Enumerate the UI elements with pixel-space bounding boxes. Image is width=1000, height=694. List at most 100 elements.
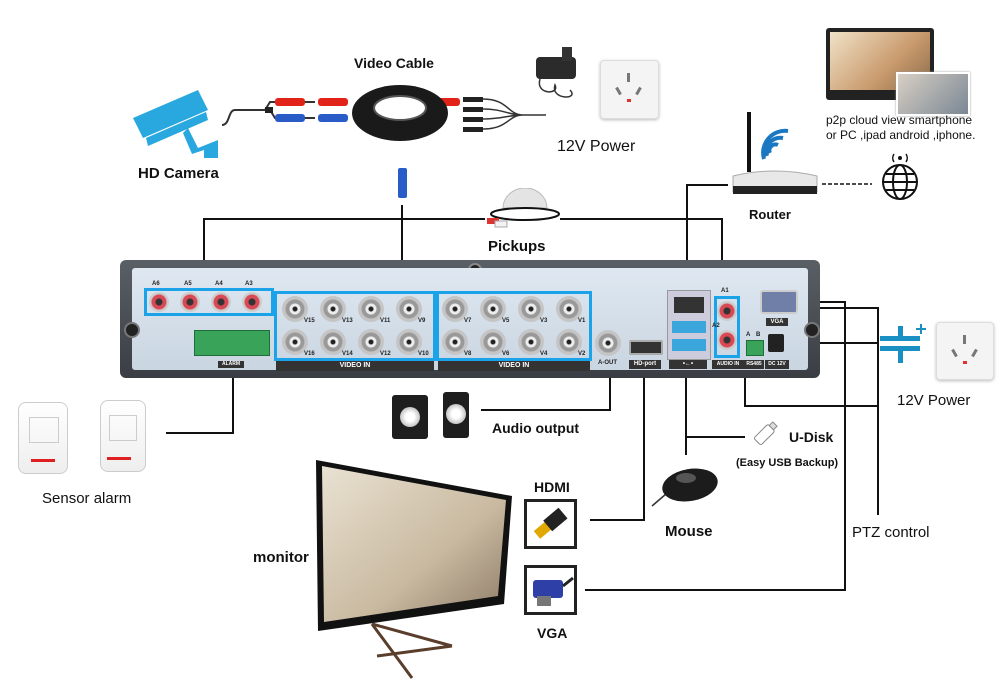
pir-sensor-icon — [100, 400, 146, 472]
video-in-label: VIDEO IN — [438, 361, 590, 371]
audio-in-group-left — [144, 288, 274, 316]
hdmi-cable-box — [524, 499, 577, 549]
wire-audio-out — [481, 370, 611, 411]
rs485-terminal[interactable] — [746, 340, 764, 356]
usb-port-1[interactable] — [672, 321, 706, 333]
audio-in-a3[interactable] — [242, 292, 262, 312]
vga-label: VGA — [537, 625, 568, 641]
video-in-group-right — [436, 291, 592, 361]
u-disk-sub-label: (Easy USB Backup) — [736, 457, 839, 469]
video-in-port-v11[interactable] — [358, 296, 384, 322]
video-in-port-v10[interactable] — [396, 329, 422, 355]
audio-output-label: Audio output — [492, 420, 580, 436]
pickups-label: Pickups — [488, 238, 546, 255]
monitor-icon — [316, 460, 512, 679]
audio-in-a2[interactable] — [717, 330, 737, 350]
rs-b-label: B — [756, 332, 761, 338]
alarm-label: ALARM — [218, 361, 244, 368]
dc-power-port[interactable] — [768, 334, 784, 352]
video-in-port-v12[interactable] — [358, 329, 384, 355]
lan-usb-housing — [667, 290, 711, 360]
cloud-view-photo — [896, 72, 970, 116]
video-in-port-v16[interactable] — [282, 329, 308, 355]
port-label: A4 — [215, 281, 223, 287]
wire-router-lan — [686, 184, 728, 288]
usb-label: •←• — [669, 360, 707, 369]
video-in-port-v5[interactable] — [480, 296, 506, 322]
a1-label: A1 — [721, 288, 729, 294]
port-label: A3 — [245, 281, 253, 287]
speaker-left-icon — [392, 395, 428, 439]
usb-drive-icon — [754, 421, 778, 445]
video-port-label: V6 — [502, 351, 510, 357]
video-in-port-v3[interactable] — [518, 296, 544, 322]
video-in-port-v15[interactable] — [282, 296, 308, 322]
video-in-port-v1[interactable] — [556, 296, 582, 322]
monitor-label: monitor — [253, 549, 309, 566]
audio-in-a6[interactable] — [149, 292, 169, 312]
hd-port-label: HD-port — [629, 360, 661, 369]
dc-power-symbol-icon — [880, 324, 926, 363]
video-in-port-v8[interactable] — [442, 329, 468, 355]
audio-in-a1[interactable] — [717, 301, 737, 321]
screw-icon — [804, 322, 820, 338]
cable-coil-icon — [352, 85, 448, 141]
video-in-port-v7[interactable] — [442, 296, 468, 322]
video-port-label: V7 — [464, 318, 472, 324]
video-port-label: V16 — [304, 351, 315, 357]
hdmi-label: HDMI — [534, 479, 570, 495]
vga-cable-box — [524, 565, 577, 615]
hdmi-cable-icon — [533, 507, 568, 539]
video-port-label: V15 — [304, 318, 315, 324]
wire-usb — [685, 370, 745, 438]
dvr-rear-panel: A6 A5 A4 A3 ALARM VIDEO IN VIDEO IN A-OU… — [120, 260, 820, 378]
video-in-port-v6[interactable] — [480, 329, 506, 355]
wire-vga-out — [585, 301, 846, 591]
video-in-group-left — [274, 291, 436, 361]
mouse-label: Mouse — [665, 523, 713, 540]
port-label: A5 — [184, 281, 192, 287]
audio-out-port[interactable] — [595, 330, 621, 356]
video-port-label: V10 — [418, 351, 429, 357]
video-in-port-v9[interactable] — [396, 296, 422, 322]
video-port-label: V9 — [418, 318, 426, 324]
video-port-label: V1 — [578, 318, 586, 324]
internet-globe-icon — [882, 153, 918, 200]
video-port-label: V4 — [540, 351, 548, 357]
audio-in-label: AUDIO IN — [712, 360, 744, 369]
video-port-label: V3 — [540, 318, 548, 324]
usb-port-2[interactable] — [672, 339, 706, 351]
audio-in-group-right — [714, 296, 740, 358]
wall-socket-icon — [936, 322, 994, 380]
vga-port[interactable] — [760, 290, 798, 314]
a2-label: A2 — [712, 323, 720, 329]
power-adapter-icon — [536, 47, 576, 98]
sensor-alarm-label: Sensor alarm — [42, 490, 132, 507]
video-in-port-v4[interactable] — [518, 329, 544, 355]
cloud-view-label: p2p cloud view smartphone — [826, 113, 973, 127]
cctv-camera-icon — [133, 90, 218, 158]
u-disk-label: U-Disk — [789, 429, 834, 445]
power-splitter-icon — [463, 97, 546, 132]
audio-in-a4[interactable] — [211, 292, 231, 312]
hd-camera-label: HD Camera — [138, 165, 219, 182]
video-in-port-v13[interactable] — [320, 296, 346, 322]
router-label: Router — [749, 207, 791, 222]
mouse-icon — [651, 468, 718, 507]
audio-in-a5[interactable] — [180, 292, 200, 312]
hdmi-port[interactable] — [629, 340, 663, 355]
ptz-control-label: PTZ control — [852, 524, 930, 541]
video-cable-connectors — [221, 98, 460, 126]
video-in-port-v14[interactable] — [320, 329, 346, 355]
power-top-label: 12V Power — [557, 138, 636, 155]
video-port-label: V5 — [502, 318, 510, 324]
rs-a-label: A — [746, 332, 751, 338]
dc12v-label: DC 12V — [765, 360, 789, 369]
alarm-terminal-block[interactable] — [194, 330, 270, 356]
video-in-port-v2[interactable] — [556, 329, 582, 355]
video-port-label: V2 — [578, 351, 586, 357]
video-port-label: V14 — [342, 351, 353, 357]
lan-port[interactable] — [674, 297, 704, 313]
pickup-microphone-icon — [487, 188, 560, 228]
